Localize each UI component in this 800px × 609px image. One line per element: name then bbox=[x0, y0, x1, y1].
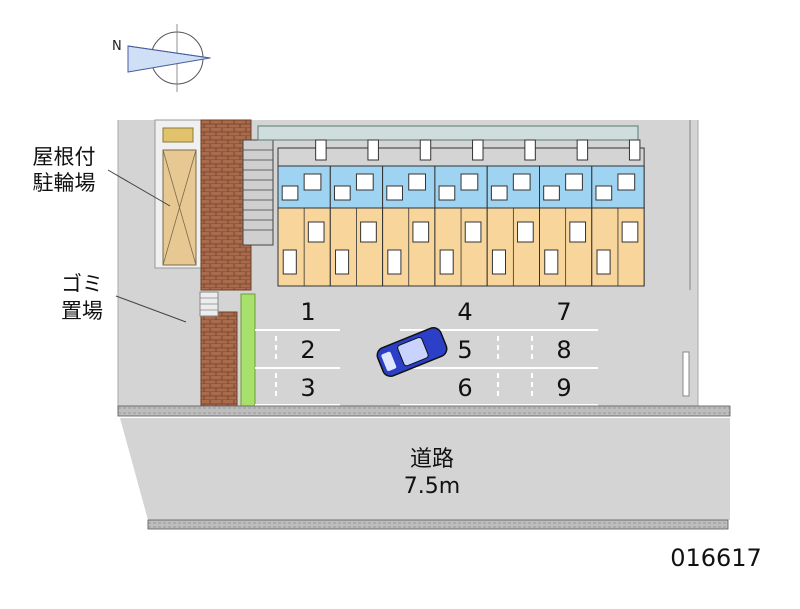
compass-icon: N bbox=[112, 24, 211, 92]
parking-space-6: 6 bbox=[457, 374, 472, 402]
bike-parking-label-line1: 屋根付 bbox=[33, 145, 96, 169]
parking-space-8: 8 bbox=[556, 336, 571, 364]
parking-space-1: 1 bbox=[300, 298, 315, 326]
road-width: 7.5m bbox=[404, 474, 460, 499]
unit-fixture bbox=[335, 249, 350, 275]
unit-door bbox=[419, 139, 432, 161]
compass-north-label: N bbox=[112, 39, 122, 54]
parking-space-3: 3 bbox=[300, 374, 315, 402]
road-name: 道路 bbox=[410, 447, 454, 472]
bike-parking-leader-line bbox=[107, 169, 171, 207]
unit-fixture bbox=[595, 185, 613, 201]
parking-space-4: 4 bbox=[457, 298, 472, 326]
road: 道路 7.5m bbox=[117, 405, 731, 530]
parking-space-9: 9 bbox=[556, 374, 571, 402]
unit-fixture bbox=[596, 249, 611, 275]
staircase bbox=[242, 139, 274, 246]
parking-space-5: 5 bbox=[457, 336, 472, 364]
unit-fixture bbox=[491, 249, 507, 275]
building-roof-edge bbox=[257, 125, 639, 141]
green-strip bbox=[240, 293, 256, 409]
unit-fixture bbox=[355, 173, 374, 191]
unit-fixture bbox=[307, 221, 325, 243]
unit-fixture bbox=[617, 173, 636, 191]
unit-door bbox=[576, 139, 589, 161]
unit-door bbox=[315, 139, 327, 161]
unit-fixture bbox=[360, 221, 377, 243]
garbage-area-label-line2: 置場 bbox=[61, 299, 103, 323]
unit-fixture bbox=[569, 221, 587, 243]
unit-fixture bbox=[621, 221, 639, 243]
unit-door bbox=[524, 139, 536, 161]
unit-fixture bbox=[544, 249, 559, 275]
unit-fixture bbox=[490, 185, 508, 201]
unit-fixture bbox=[412, 221, 430, 243]
unit-fixture bbox=[333, 185, 351, 201]
unit-door bbox=[628, 139, 641, 161]
unit-fixture bbox=[439, 249, 454, 275]
parking-space-2: 2 bbox=[300, 336, 315, 364]
unit-door bbox=[367, 139, 379, 161]
bike-parking-label-line2: 駐輪場 bbox=[33, 171, 96, 195]
covered-bike-parking bbox=[154, 119, 204, 269]
unit-fixture bbox=[512, 173, 531, 191]
parking-space-7: 7 bbox=[556, 298, 571, 326]
unit-fixture bbox=[464, 221, 482, 243]
brick-wall-lower bbox=[200, 311, 238, 409]
unit-fixture bbox=[438, 185, 456, 201]
property-id: 016617 bbox=[670, 544, 762, 572]
garbage-area-leader-line bbox=[115, 295, 187, 323]
apartment-building bbox=[277, 139, 645, 287]
parking-lot: 1 2 3 4 5 6 7 8 9 bbox=[255, 298, 598, 406]
garbage-area-label-line1: ゴミ bbox=[61, 272, 103, 296]
unit-fixture bbox=[303, 173, 322, 191]
unit-fixture bbox=[517, 221, 534, 243]
unit-fixture bbox=[408, 173, 426, 191]
unit-fixture bbox=[282, 249, 297, 275]
unit-fixture bbox=[281, 185, 299, 201]
car-icon bbox=[376, 327, 448, 377]
unit-fixture bbox=[543, 185, 560, 201]
unit-fixture bbox=[387, 249, 402, 275]
unit-fixture bbox=[386, 185, 403, 201]
unit-fixture bbox=[565, 173, 583, 191]
unit-door bbox=[472, 139, 484, 161]
unit-fixture bbox=[460, 173, 479, 191]
